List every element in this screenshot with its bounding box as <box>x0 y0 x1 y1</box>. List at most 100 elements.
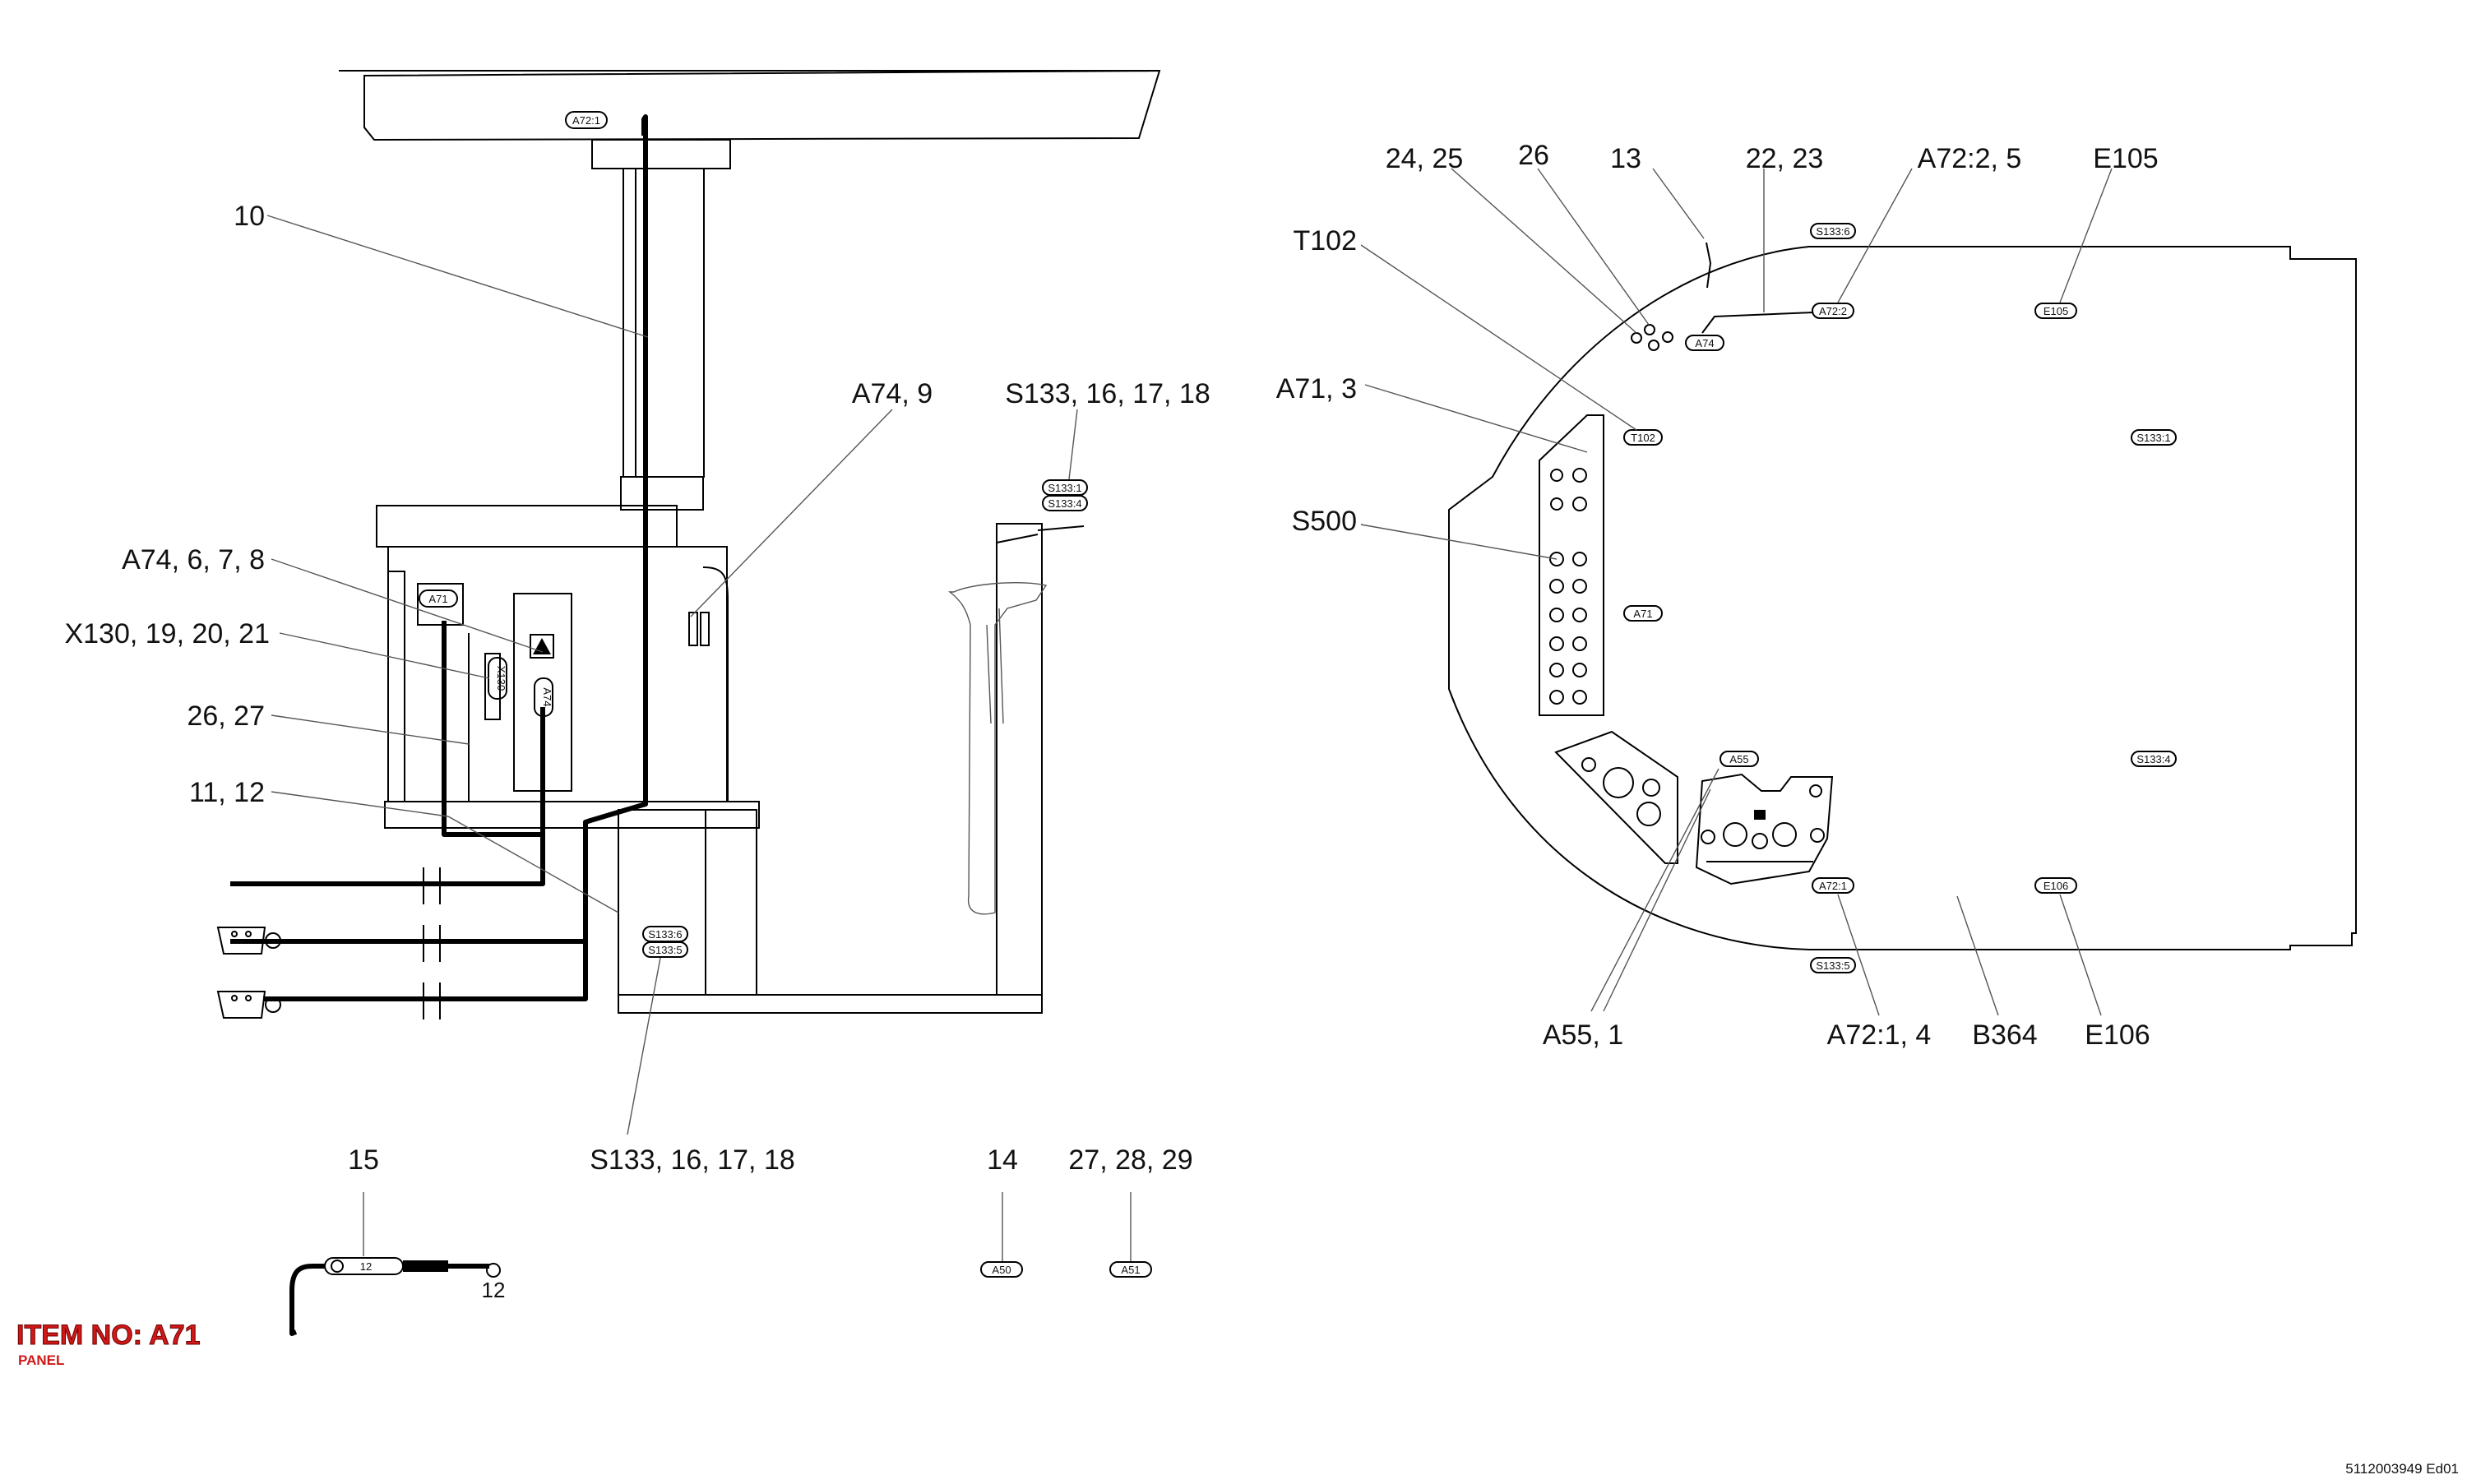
control-panel-a55 <box>1695 773 1834 885</box>
console-top <box>376 505 678 548</box>
svg-text:S133:1: S133:1 <box>2136 432 2170 444</box>
svg-text:A50: A50 <box>992 1264 1011 1276</box>
leader-lines-left <box>266 215 1132 1262</box>
svg-text:A72:2: A72:2 <box>1819 305 1847 317</box>
tag-s133-5-right: S133:5 <box>1810 957 1856 973</box>
svg-text:S133:4: S133:4 <box>2136 753 2170 765</box>
cab-outline <box>1448 246 2357 950</box>
tag-s133-4-right: S133:4 <box>2131 751 2177 767</box>
cable-a72 <box>230 114 648 944</box>
callout-s133-top: S133, 16, 17, 18 <box>1005 378 1210 409</box>
ceiling-connectors <box>1631 242 1814 351</box>
svg-text:A74: A74 <box>1695 337 1714 349</box>
item-title: ITEM NO: A71 <box>16 1320 201 1351</box>
svg-text:S133:5: S133:5 <box>1816 959 1849 972</box>
callout-a55-1: A55, 1 <box>1543 1019 1623 1051</box>
tag-plug-12: 12 <box>360 1260 372 1273</box>
tag-t102: T102 <box>1623 429 1663 446</box>
roof-canopy <box>363 69 1161 141</box>
svg-text:E105: E105 <box>2043 305 2068 317</box>
callout-t102: T102 <box>1294 225 1358 257</box>
callout-a74-9: A74, 9 <box>852 378 933 409</box>
svg-text:X130: X130 <box>495 666 507 691</box>
callout-15: 15 <box>348 1144 379 1176</box>
callout-22-23: 22, 23 <box>1746 143 1824 174</box>
svg-text:A55: A55 <box>1729 753 1748 765</box>
callout-13: 13 <box>1610 143 1641 174</box>
control-panel-lower-left <box>1554 730 1678 864</box>
right-frame <box>996 523 1043 996</box>
svg-text:S133:6: S133:6 <box>648 928 682 941</box>
cable-break-marks <box>423 867 441 1019</box>
svg-text:A74: A74 <box>541 687 553 706</box>
cab-body <box>387 546 728 802</box>
callout-b364: B364 <box>1972 1019 2037 1051</box>
tag-a74-left: A74 <box>534 677 553 717</box>
callout-26: 26 <box>1518 140 1549 171</box>
tag-a71-left: A71 <box>419 589 458 608</box>
switch-knob-icon <box>1549 468 1587 705</box>
base-block <box>618 809 757 996</box>
callout-a72-1-4: A72:1, 4 <box>1827 1019 1932 1051</box>
warning-triangle-icon <box>530 634 554 659</box>
svg-text:S133:6: S133:6 <box>1816 225 1849 238</box>
svg-text:A51: A51 <box>1121 1264 1140 1276</box>
tag-a72-2: A72:2 <box>1812 303 1854 319</box>
callout-10: 10 <box>234 201 265 232</box>
callout-e105: E105 <box>2093 143 2158 174</box>
leader-lines-right <box>1360 168 2113 1016</box>
svg-text:T102: T102 <box>1631 432 1655 444</box>
callout-e106: E106 <box>2085 1019 2150 1051</box>
joystick-icon <box>1701 784 1825 849</box>
svg-text:S133:4: S133:4 <box>1048 497 1081 510</box>
svg-text:A71: A71 <box>428 593 447 605</box>
plug-number-label: 12 <box>482 1278 506 1302</box>
tag-s133-5-left: S133:5 <box>642 941 688 958</box>
tag-s133-4-left: S133:4 <box>1042 495 1088 511</box>
callout-14: 14 <box>987 1144 1018 1176</box>
plug-connector-icon <box>216 991 281 1019</box>
tag-x130: X130 <box>488 657 507 700</box>
tag-a55: A55 <box>1719 751 1759 767</box>
svg-text:A71: A71 <box>1633 608 1652 620</box>
callout-a71-3: A71, 3 <box>1276 373 1357 405</box>
svg-text:A72:1: A72:1 <box>572 114 600 127</box>
cable-a74 <box>230 621 545 886</box>
tag-a74-right: A74 <box>1685 335 1724 351</box>
tag-s133-6-right: S133:6 <box>1810 223 1856 239</box>
tag-a72-1-left: A72:1 <box>565 111 608 129</box>
item-subtitle: PANEL <box>18 1352 64 1368</box>
tag-a51: A51 <box>1109 1261 1152 1278</box>
roof-mount <box>591 139 731 169</box>
plug-connector-icon <box>216 927 281 955</box>
callout-x130: X130, 19, 20, 21 <box>64 618 270 650</box>
svg-text:A72:1: A72:1 <box>1819 880 1847 892</box>
side-view-assembly <box>216 69 1161 1019</box>
document-number: 5112003949 Ed01 <box>2345 1461 2459 1477</box>
callout-27-28-29: 27, 28, 29 <box>1068 1144 1192 1176</box>
floor-plate <box>618 994 1043 1014</box>
a71-box <box>417 583 464 626</box>
top-view-assembly <box>1448 242 2357 950</box>
callout-a72-2-5: A72:2, 5 <box>1918 143 2022 174</box>
tag-a72-1-right: A72:1 <box>1812 877 1854 894</box>
tag-a71-right: A71 <box>1623 605 1663 622</box>
tag-s133-6-left: S133:6 <box>642 926 688 942</box>
lamp-cable-detail: 12 12 <box>289 1257 506 1336</box>
svg-text:S133:5: S133:5 <box>648 944 682 956</box>
svg-text:E106: E106 <box>2043 880 2068 892</box>
tag-a50: A50 <box>980 1261 1023 1278</box>
callout-a74-6-7-8: A74, 6, 7, 8 <box>122 544 265 576</box>
callout-s133-bottom: S133, 16, 17, 18 <box>590 1144 795 1176</box>
switch-panel-s500 <box>1539 414 1604 716</box>
callout-26-27: 26, 27 <box>187 700 265 732</box>
callout-s500: S500 <box>1292 506 1357 537</box>
cable-ground <box>263 834 588 1001</box>
tag-e106: E106 <box>2034 877 2077 894</box>
svg-text:S133:1: S133:1 <box>1048 482 1081 494</box>
tag-s133-1-left: S133:1 <box>1042 479 1088 496</box>
tag-e105: E105 <box>2034 303 2077 319</box>
callout-24-25: 24, 25 <box>1386 143 1464 174</box>
